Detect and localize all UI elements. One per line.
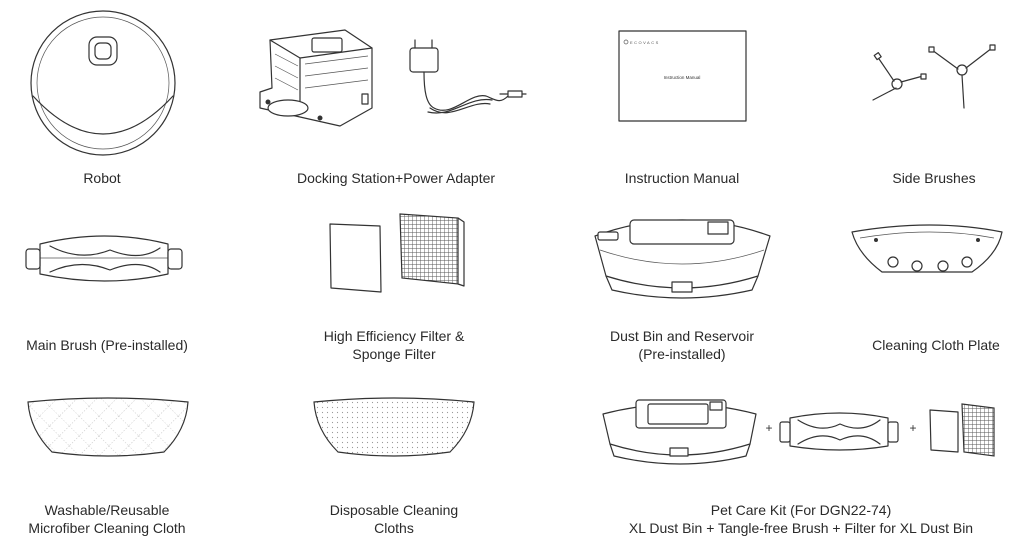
docking-station-image [259,29,373,127]
xl-filter-image [929,403,995,457]
high-efficiency-filter-image [399,213,465,287]
label-side-brushes: Side Brushes [892,170,976,186]
manual-brand-text: ECOVACS [630,40,660,45]
label-cloth-plate: Cleaning Cloth Plate [872,337,1000,353]
xl-dust-bin-image [602,399,757,465]
washable-cloth-image [27,397,189,457]
plus-sign-2: + [909,421,916,435]
disposable-cloth-image [313,397,475,457]
label-instruction-manual: Instruction Manual [624,170,740,186]
robot-image [30,10,176,156]
label-disposable-cloths: Disposable Cleaning Cloths [329,502,459,536]
label-dust-bin: Dust Bin and Reservoir (Pre-installed) [610,328,754,362]
label-washable-cloth: Washable/Reusable Microfiber Cleaning Cl… [28,502,186,536]
cleaning-cloth-plate-image [851,224,1003,273]
plus-sign-1: + [765,421,772,435]
label-main-brush: Main Brush (Pre-installed) [26,337,188,353]
power-adapter-image [409,39,527,114]
label-pet-care-kit: Pet Care Kit (For DGN22-74) XL Dust Bin … [628,502,974,536]
manual-title-text: Instruction Manual [664,75,701,80]
label-robot: Robot [83,170,121,186]
dust-bin-image [594,219,771,299]
instruction-manual-image: ECOVACS Instruction Manual [618,30,747,122]
side-brushes-image [872,44,996,109]
label-filters: High Efficiency Filter & Sponge Filter [323,328,465,362]
label-docking-station: Docking Station+Power Adapter [296,170,496,186]
tangle-free-brush-image [779,412,899,451]
sponge-filter-image [329,223,382,293]
main-brush-image [25,235,183,282]
